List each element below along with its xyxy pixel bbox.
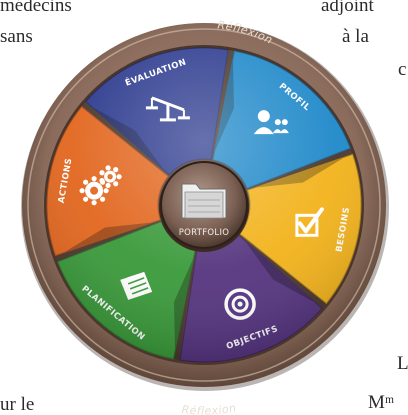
bg-text-bottom-right-m: Mᵐ [368, 392, 395, 413]
rim-label-bottom: Réflexion [181, 401, 238, 415]
rim-highlight [27, 28, 381, 382]
folder-icon [181, 183, 227, 219]
bg-text-right-c: c [398, 59, 407, 80]
bg-text-top-left: médecins [0, 0, 72, 16]
bg-text-mid-left: sans [0, 26, 33, 47]
bg-text-top-right: adjoint [321, 0, 374, 16]
bg-text-mid-right: à la [342, 26, 369, 47]
hub-label: PORTFOLIO [179, 228, 230, 238]
bg-text-bottom-left: ur le [0, 394, 35, 415]
bg-text-bottom-right-l: L [397, 353, 408, 374]
